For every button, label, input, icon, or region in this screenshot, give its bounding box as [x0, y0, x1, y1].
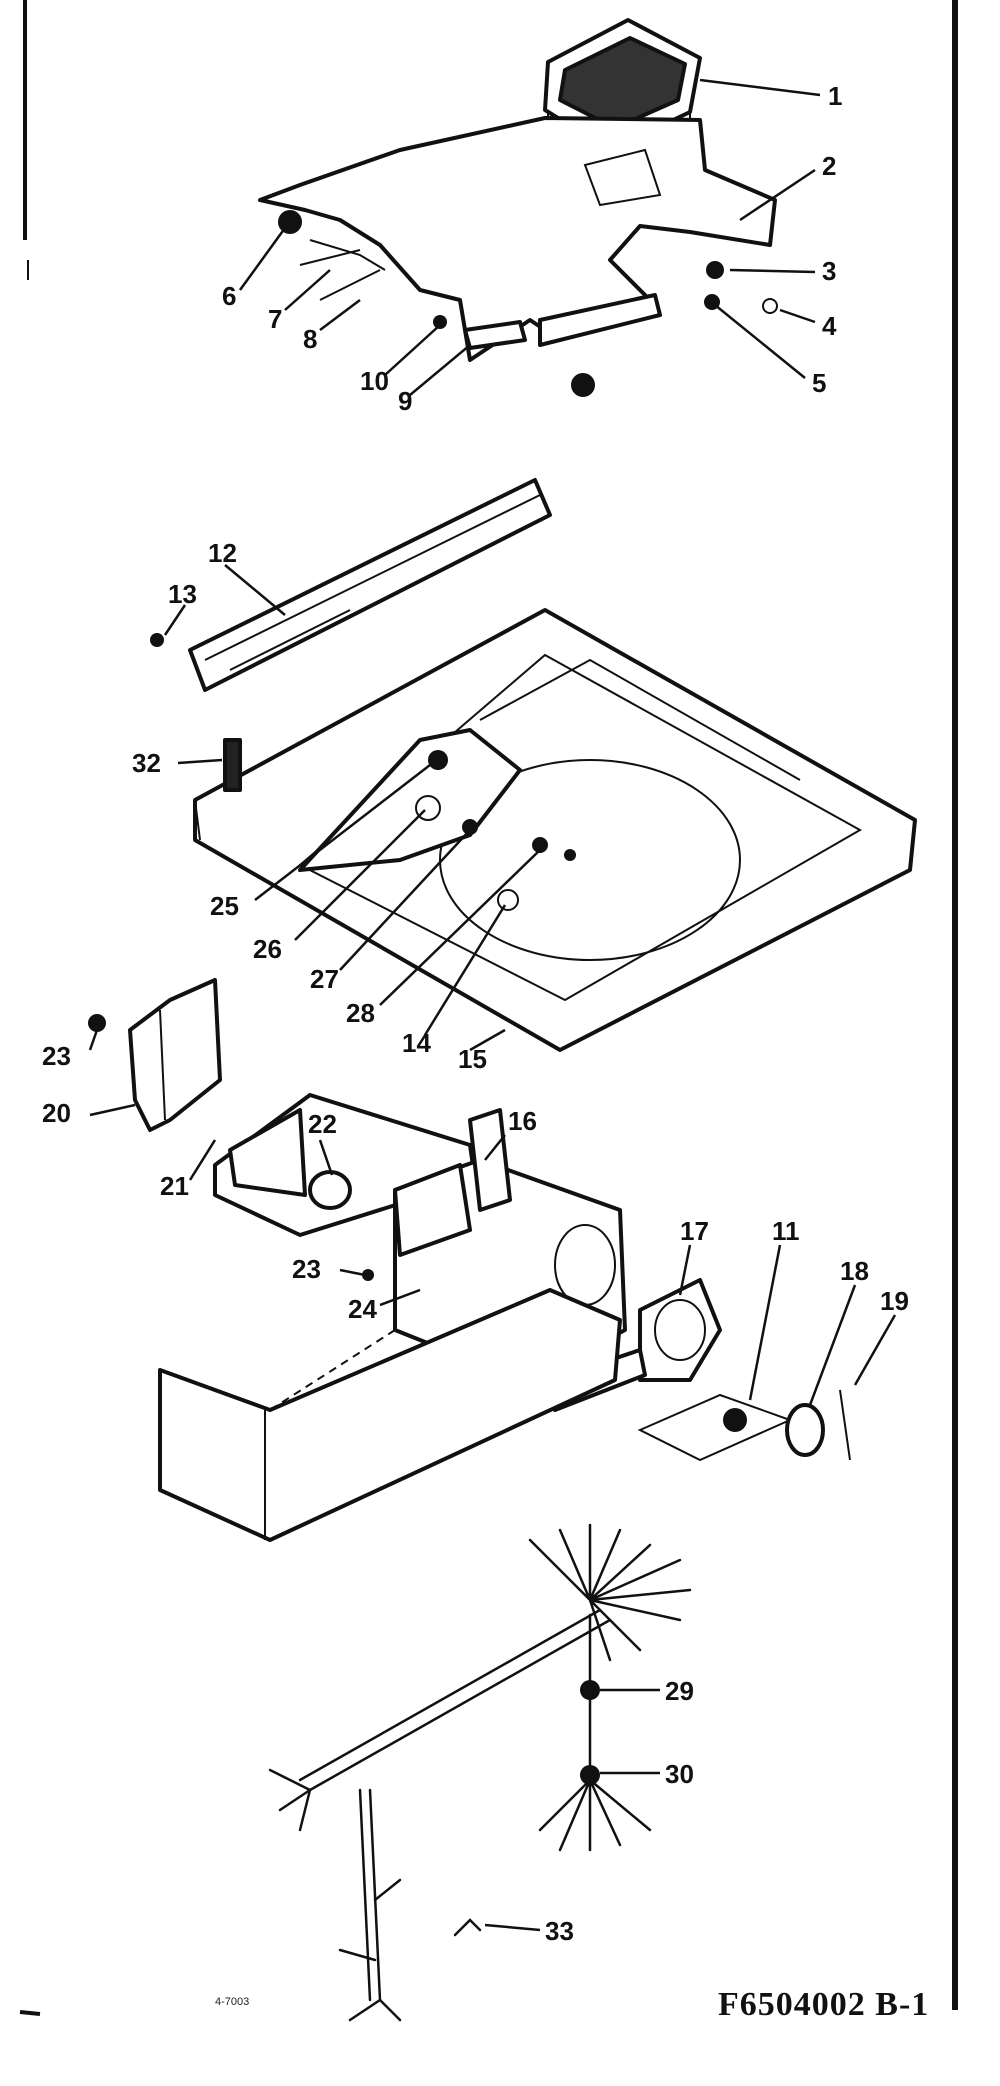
part-main-top [193, 608, 917, 1052]
part-base-cabinet [158, 1288, 622, 1542]
callout-15: 15 [458, 1044, 487, 1074]
callout-22: 22 [308, 1109, 337, 1139]
callout-24: 24 [348, 1294, 377, 1324]
callout-12: 12 [208, 538, 237, 568]
part-control-strip [150, 478, 552, 692]
callout-32: 32 [132, 748, 161, 778]
callout-9: 9 [398, 386, 412, 416]
part-side-bracket [88, 978, 222, 1132]
callout-21: 21 [160, 1171, 189, 1201]
callout-19: 19 [880, 1286, 909, 1316]
callout-11: 11 [772, 1216, 800, 1246]
callout-30: 30 [665, 1759, 694, 1789]
callout-23-lower: 23 [292, 1254, 321, 1284]
callout-18: 18 [840, 1256, 869, 1286]
callout-13: 13 [168, 579, 197, 609]
callout-16: 16 [508, 1106, 537, 1136]
callout-6: 6 [222, 281, 236, 311]
callout-33: 33 [545, 1916, 574, 1946]
callout-7: 7 [268, 304, 282, 334]
drawing-number: F6504002 B-1 [718, 1986, 929, 2023]
part-top-plate [258, 116, 777, 362]
part-wiring-harness [268, 1523, 692, 2022]
callout-23-upper: 23 [42, 1041, 71, 1071]
callout-14: 14 [402, 1028, 431, 1058]
callout-26: 26 [253, 934, 282, 964]
callout-2: 2 [822, 151, 836, 181]
callout-28: 28 [346, 998, 375, 1028]
callout-10: 10 [360, 366, 389, 396]
callout-25: 25 [210, 891, 239, 921]
callout-27: 27 [310, 964, 339, 994]
leader-lines [88, 78, 897, 1932]
callout-3: 3 [822, 256, 836, 286]
small-note: 4-7003 [215, 1996, 249, 2008]
callout-8: 8 [303, 324, 317, 354]
callout-1: 1 [828, 81, 842, 111]
callout-20: 20 [42, 1098, 71, 1128]
callout-4: 4 [822, 311, 837, 341]
callout-labels: 1 2 3 4 5 6 7 8 9 10 12 13 32 25 26 27 2… [42, 81, 909, 1946]
callout-29: 29 [665, 1676, 694, 1706]
callout-5: 5 [812, 368, 826, 398]
callout-17: 17 [680, 1216, 709, 1246]
